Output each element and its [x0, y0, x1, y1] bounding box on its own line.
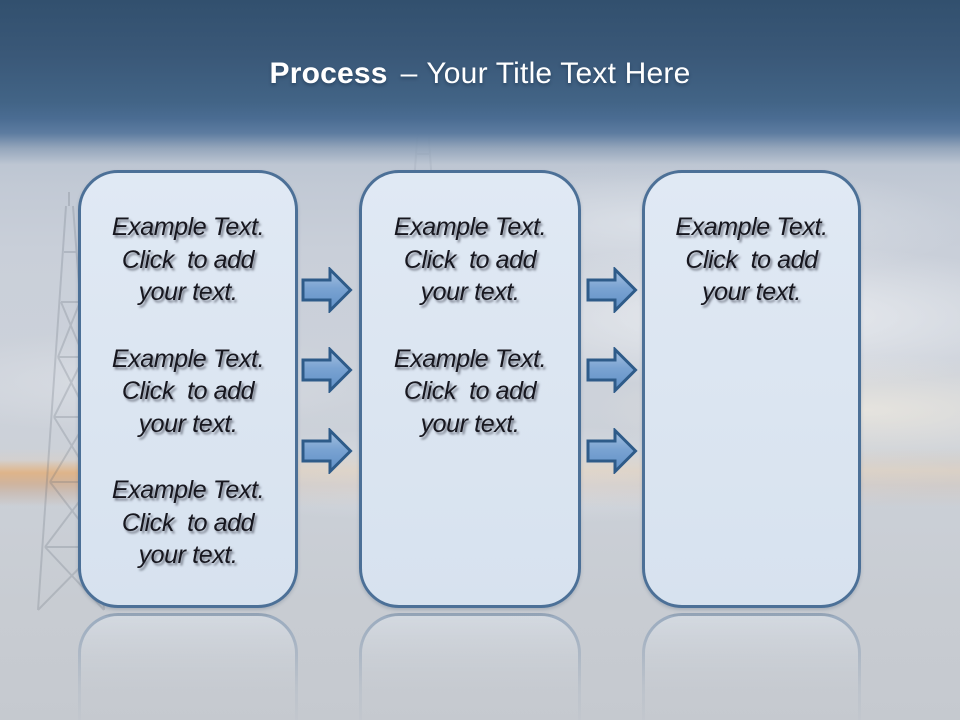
text-line: Example Text.: [675, 213, 828, 241]
text-line: your text.: [138, 278, 238, 306]
right-arrow-icon[interactable]: [586, 347, 638, 393]
text-line: Click to add: [121, 377, 255, 405]
text-line: Example Text.: [111, 476, 265, 504]
title-separator: –: [400, 57, 418, 90]
text-line: your text.: [420, 409, 520, 438]
process-box-step-1[interactable]: Example Text. Click to add your text. Ex…: [78, 170, 298, 608]
process-box-step-3[interactable]: Example Text. Click to add your text.: [642, 170, 861, 608]
box-reflection: [642, 613, 861, 720]
reflection-fade: [0, 610, 960, 720]
box-reflection: [359, 613, 581, 720]
box-paragraph: Example Text. Click to add your text.: [362, 343, 578, 441]
text-line: your text.: [138, 409, 238, 438]
title-text: Your Title Text Here: [426, 57, 691, 90]
box-paragraph: Example Text. Click to add your text.: [81, 343, 295, 441]
slide-title[interactable]: Process–Your Title Text Here: [0, 57, 960, 91]
right-arrow-icon[interactable]: [301, 428, 353, 474]
right-arrow-icon[interactable]: [586, 428, 638, 474]
header-band: [0, 0, 960, 185]
box-paragraph: Example Text. Click to add your text.: [645, 211, 858, 309]
text-line: Example Text.: [393, 213, 547, 241]
text-line: your text.: [420, 278, 520, 306]
text-line: your text.: [138, 541, 238, 569]
title-keyword: Process: [269, 57, 388, 90]
process-box-step-2[interactable]: Example Text. Click to add your text. Ex…: [359, 170, 581, 608]
right-arrow-icon[interactable]: [301, 267, 353, 313]
text-line: Click to add: [121, 245, 255, 274]
text-line: Click to add: [685, 245, 818, 274]
text-line: Click to add: [403, 377, 537, 405]
box-paragraph: Example Text. Click to add your text.: [81, 474, 295, 572]
box-paragraph: Example Text. Click to add your text.: [81, 211, 295, 309]
right-arrow-icon[interactable]: [586, 267, 638, 313]
text-line: Click to add: [403, 245, 537, 274]
text-line: your text.: [702, 278, 801, 306]
text-line: Example Text.: [111, 344, 265, 373]
box-paragraph: Example Text. Click to add your text.: [362, 211, 578, 309]
text-line: Example Text.: [393, 344, 547, 373]
box-reflection: [78, 613, 298, 720]
right-arrow-icon[interactable]: [301, 347, 353, 393]
text-line: Click to add: [121, 508, 255, 537]
text-line: Example Text.: [111, 213, 265, 241]
